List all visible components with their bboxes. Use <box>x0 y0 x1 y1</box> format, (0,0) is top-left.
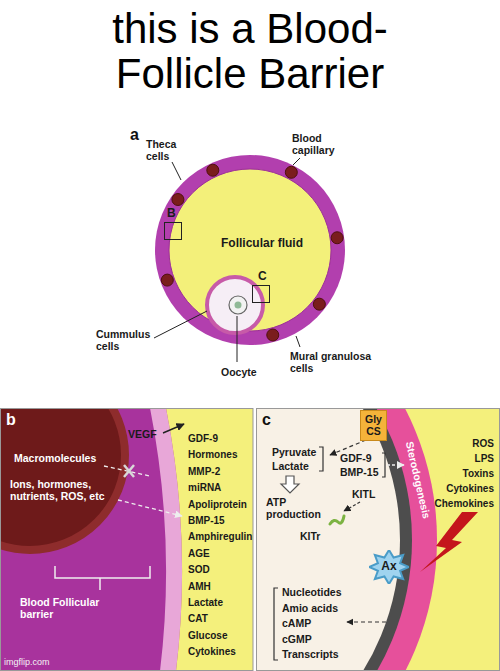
inset-letter: C <box>258 270 267 284</box>
stressor-label: LPS <box>475 453 494 465</box>
enzyme-box: Gly CS <box>360 410 387 441</box>
transfer-item: Transcripts <box>282 648 339 660</box>
fluid-component: AMH <box>188 581 211 593</box>
factor-label: BMP-15 <box>340 466 379 478</box>
oocyte-nucleus <box>235 302 242 309</box>
star-burst: Ax <box>369 550 409 584</box>
fluid-component: GDF-9 <box>188 433 218 445</box>
metabolite-label: Pyruvate <box>272 446 316 458</box>
fluid-component: Lactate <box>188 597 223 609</box>
follicle-figure <box>154 155 345 362</box>
fluid-component: AGE <box>188 548 210 560</box>
fluid-component: miRNA <box>188 482 221 494</box>
panel-c-figure <box>256 408 500 671</box>
capillary-dot <box>313 298 325 310</box>
transfer-item: Amio acids <box>282 602 338 614</box>
stressor-label: Toxins <box>463 468 494 480</box>
factor-label: GDF-9 <box>340 452 372 464</box>
part-label: Theca cells <box>146 138 176 162</box>
process-label: ATP production <box>266 496 321 520</box>
part-label: Cummulus cells <box>96 328 150 352</box>
fluid-component: SOD <box>188 564 210 576</box>
fluid-component: CAT <box>188 613 208 625</box>
inset-letter: B <box>167 207 176 221</box>
fluid-component: Hormones <box>188 449 237 461</box>
stressor-label: Cytokines <box>446 483 494 495</box>
region-label: Follicular fluid <box>221 237 303 251</box>
oocyte-cell <box>229 296 247 314</box>
stressor-label: Chemokines <box>435 498 494 510</box>
node-text: Gly CS <box>365 413 382 437</box>
part-label: Blood capillary <box>292 132 335 156</box>
part-label: Mural granulosa cells <box>290 350 380 374</box>
fluid-component: BMP-15 <box>188 515 225 527</box>
barrier-label: Blood Follicular barrier <box>20 596 124 620</box>
transfer-item: cGMP <box>282 633 312 645</box>
capillary-dot <box>207 164 219 176</box>
watermark: imgflip.com <box>4 657 50 667</box>
fluid-component: MMP-2 <box>188 466 220 478</box>
stressor-label: ROS <box>472 438 494 450</box>
capillary-dot <box>161 274 173 286</box>
receptor-label: KITr <box>300 530 320 542</box>
fluid-component: Amphiregulin <box>188 531 252 543</box>
panel-b-figure <box>0 408 253 671</box>
capillary-dot <box>172 194 184 206</box>
panel-letter: c <box>262 411 271 429</box>
fluid-component: Glucose <box>188 630 227 642</box>
node-text: Ax <box>381 560 396 574</box>
part-label: Oocyte <box>221 366 257 378</box>
inset-box: B <box>164 222 182 240</box>
transfer-item: cAMP <box>282 617 311 629</box>
capillary-dot <box>267 329 279 341</box>
fluid-component: Cytokines <box>188 646 236 658</box>
fluid-component: Apoliprotein <box>188 499 247 511</box>
factor-label: Ions, hormones, nutrients, ROS, etc <box>10 478 122 502</box>
capillaries <box>161 164 343 341</box>
leader-lines <box>154 158 300 362</box>
factor-label: Macromolecules <box>14 452 96 464</box>
metabolite-label: Lactate <box>272 460 309 472</box>
theca-ring <box>155 155 345 345</box>
panel-letter: b <box>6 411 16 429</box>
title-text: this is a Blood-Follicle Barrier <box>50 6 450 97</box>
panel-letter: a <box>130 126 139 144</box>
factor-label: VEGF <box>128 428 157 440</box>
factor-label: KITL <box>352 488 375 500</box>
transfer-item: Nucleotides <box>282 586 342 598</box>
inset-box: C <box>252 285 270 303</box>
capillary-dot <box>285 166 297 178</box>
capillary-dot <box>331 232 343 244</box>
